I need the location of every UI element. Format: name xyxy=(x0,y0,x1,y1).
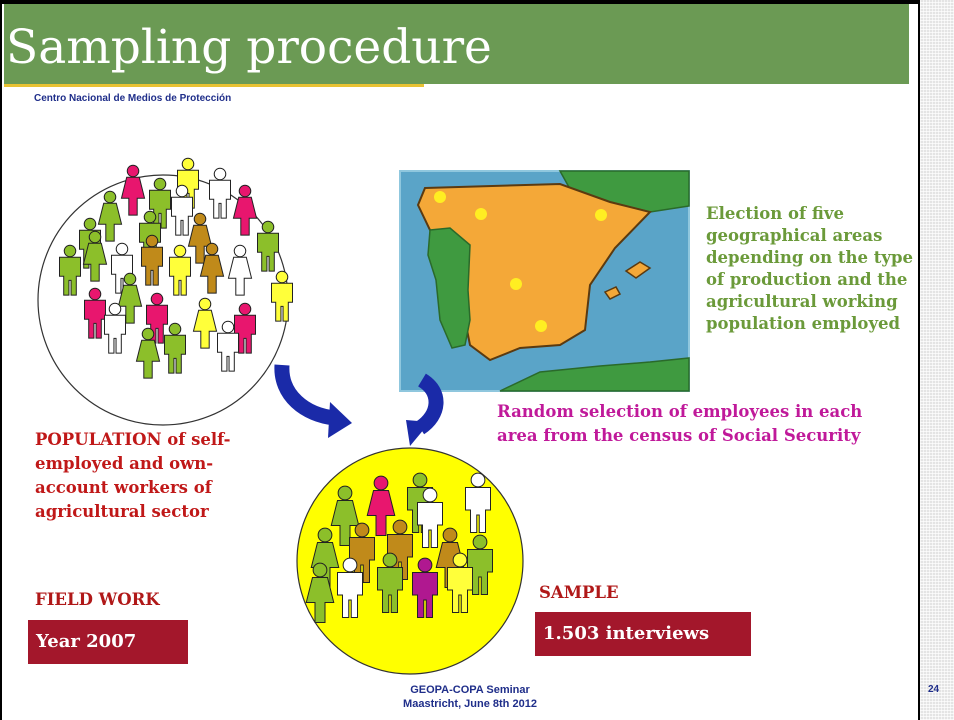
person-figure xyxy=(337,557,363,618)
person-figure xyxy=(135,327,161,379)
map-balearic-1 xyxy=(624,261,652,279)
map-point xyxy=(475,208,487,220)
person-figure xyxy=(232,184,258,236)
person-figure xyxy=(257,220,279,272)
map-point xyxy=(434,191,446,203)
person-figure xyxy=(192,297,218,349)
map-description-line: population employed xyxy=(706,314,901,333)
map-description-line: of production and the xyxy=(706,270,908,289)
frame-right xyxy=(918,0,920,720)
map-description-line: agricultural working xyxy=(706,292,898,311)
person-figure xyxy=(59,244,81,296)
footer-line: GEOPA-COPA Seminar xyxy=(410,684,530,696)
person-figure xyxy=(120,164,146,216)
map-point xyxy=(510,278,522,290)
person-figure xyxy=(217,320,239,372)
map-point xyxy=(535,320,547,332)
random-selection-line: area from the census of Social Security xyxy=(497,426,861,445)
person-figure xyxy=(164,322,186,374)
person-figure xyxy=(209,167,231,219)
population-description: POPULATION of self- employed and own- ac… xyxy=(35,428,231,524)
slide-title: Sampling procedure xyxy=(6,20,492,75)
page-number: 24 xyxy=(928,684,940,695)
person-figure xyxy=(447,552,473,613)
population-line: account workers of xyxy=(35,478,212,497)
frame-top xyxy=(0,0,920,4)
side-strip xyxy=(920,0,954,720)
footer-line: Maastricht, June 8th 2012 xyxy=(403,698,537,710)
people-crowd-icon xyxy=(59,157,293,379)
person-figure xyxy=(117,272,143,324)
person-figure xyxy=(82,230,108,282)
person-figure xyxy=(465,472,491,533)
population-line: agricultural sector xyxy=(35,502,209,521)
person-figure xyxy=(467,534,493,595)
field-work-label: FIELD WORK xyxy=(35,590,160,609)
sample-label: SAMPLE xyxy=(539,583,619,602)
person-figure xyxy=(104,302,126,354)
map-description-line: geographical areas xyxy=(706,226,883,245)
title-bar: Sampling procedure xyxy=(4,4,909,84)
random-selection-text: Random selection of employees in each ar… xyxy=(497,400,862,448)
person-figure xyxy=(412,557,438,618)
map-description-line: depending on the type xyxy=(706,248,913,267)
person-figure xyxy=(97,190,123,242)
population-line: employed and own- xyxy=(35,454,214,473)
person-figure xyxy=(141,234,163,286)
person-figure xyxy=(271,270,293,322)
curved-arrow-icon xyxy=(274,364,352,438)
year-badge: Year 2007 xyxy=(28,620,188,664)
spain-map-icon xyxy=(399,170,690,392)
person-figure xyxy=(199,242,225,294)
person-figure xyxy=(227,244,253,296)
map-africa xyxy=(499,357,690,392)
person-figure xyxy=(417,487,443,548)
population-line: POPULATION of self- xyxy=(35,430,231,449)
map-point xyxy=(595,209,607,221)
person-figure xyxy=(366,475,396,536)
map-description-line: Election of five xyxy=(706,204,844,223)
person-figure xyxy=(377,552,403,613)
population-circle xyxy=(37,157,293,426)
person-figure xyxy=(169,244,191,296)
footer: GEOPA-COPA Seminar Maastricht, June 8th … xyxy=(340,683,600,711)
title-underline xyxy=(4,84,424,87)
organization-name: Centro Nacional de Medios de Protección xyxy=(34,93,232,104)
person-figure xyxy=(234,302,256,354)
frame-left xyxy=(0,0,2,720)
people-crowd-icon xyxy=(305,472,493,623)
random-selection-line: Random selection of employees in each xyxy=(497,402,863,421)
curved-arrow-icon xyxy=(406,373,444,446)
person-figure xyxy=(84,287,106,339)
interviews-badge: 1.503 interviews xyxy=(535,612,751,656)
sample-circle xyxy=(296,447,524,675)
person-figure xyxy=(171,184,193,236)
map-balearic-2 xyxy=(603,286,622,300)
map-portugal xyxy=(427,227,471,349)
map-description: Election of five geographical areas depe… xyxy=(706,203,913,335)
person-figure xyxy=(305,562,335,623)
